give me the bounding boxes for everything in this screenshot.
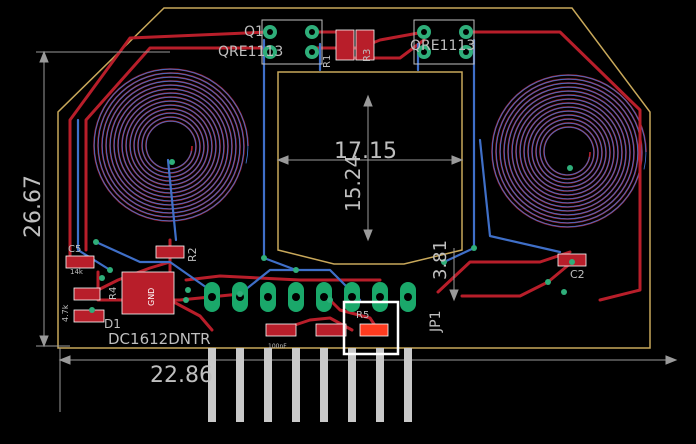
via <box>99 275 105 281</box>
header-pad-hole <box>376 293 384 301</box>
header-pad-hole <box>208 293 216 301</box>
r5-label: R5 <box>356 310 369 321</box>
board-outline <box>57 7 651 349</box>
header-pad-hole <box>348 293 356 301</box>
qre-left-sensor[interactable] <box>261 19 323 65</box>
r6-resistor <box>265 323 297 337</box>
q1-label: Q1 <box>244 24 264 40</box>
r2-resistor <box>155 245 185 259</box>
header-pin <box>292 348 300 422</box>
ic-d1 <box>121 271 175 315</box>
c5-capacitor <box>65 255 95 269</box>
header-pin <box>404 348 412 422</box>
vias <box>89 239 575 313</box>
via <box>545 279 551 285</box>
c2-label: C2 <box>570 268 585 281</box>
via <box>569 259 575 265</box>
via <box>261 255 267 261</box>
left-coil <box>93 68 249 222</box>
via <box>293 267 299 273</box>
header-pin <box>320 348 328 422</box>
smd-components <box>65 29 587 337</box>
c1-capacitor <box>315 323 347 337</box>
dim-cutout-height-label: 15.24 <box>341 155 365 212</box>
center-cutout <box>277 71 463 265</box>
c5-value-label: 14k <box>70 268 84 276</box>
right-coil <box>491 74 647 228</box>
via <box>471 245 477 251</box>
dim-width-label: 22.86 <box>150 363 213 388</box>
r4-value-label: 4.7k <box>61 304 70 322</box>
header-pins <box>208 348 412 422</box>
selection-box[interactable] <box>342 300 400 356</box>
r2-label: R2 <box>186 247 199 262</box>
header-pin <box>208 348 216 422</box>
header-pad-hole <box>264 293 272 301</box>
via <box>183 297 189 303</box>
via <box>89 307 95 313</box>
selected-resistor-r6-body <box>359 323 389 337</box>
dim-header-offset-label: 3.81 <box>430 240 451 280</box>
header-pin <box>376 348 384 422</box>
c5-label: C5 <box>68 244 81 255</box>
gnd-label: GND <box>147 288 156 306</box>
via <box>107 267 113 273</box>
via <box>93 239 99 245</box>
header-pad-hole <box>404 293 412 301</box>
r4-label: R4 <box>108 287 119 300</box>
r3-label: R3 <box>362 49 373 62</box>
r3-resistor <box>355 29 375 61</box>
header-pad-hole <box>320 293 328 301</box>
dim-cutout-width-label: 17.15 <box>334 139 397 164</box>
d1-part-label: DC1612DNTR <box>108 330 211 348</box>
qre-left-label: QRE1113 <box>218 44 283 60</box>
via <box>185 287 191 293</box>
qre-right-sensor[interactable] <box>413 19 475 65</box>
r4-resistor <box>73 287 101 301</box>
jp1-label: JP1 <box>428 311 444 333</box>
via <box>561 289 567 295</box>
qre-right-label: QRE1113 <box>410 38 475 54</box>
via <box>327 297 333 303</box>
header-pad-hole <box>292 293 300 301</box>
r1-resistor <box>335 29 355 61</box>
via <box>237 291 243 297</box>
header-pin <box>264 348 272 422</box>
via <box>441 259 447 265</box>
header-pads[interactable] <box>204 282 416 312</box>
dim-height-label: 26.67 <box>21 175 46 238</box>
d1-label: D1 <box>104 317 121 331</box>
header-pin <box>236 348 244 422</box>
r6-value-label: 100nF <box>268 343 287 350</box>
r1-label: R1 <box>322 55 333 68</box>
header-pin <box>348 348 356 422</box>
r5-resistor <box>73 309 105 323</box>
